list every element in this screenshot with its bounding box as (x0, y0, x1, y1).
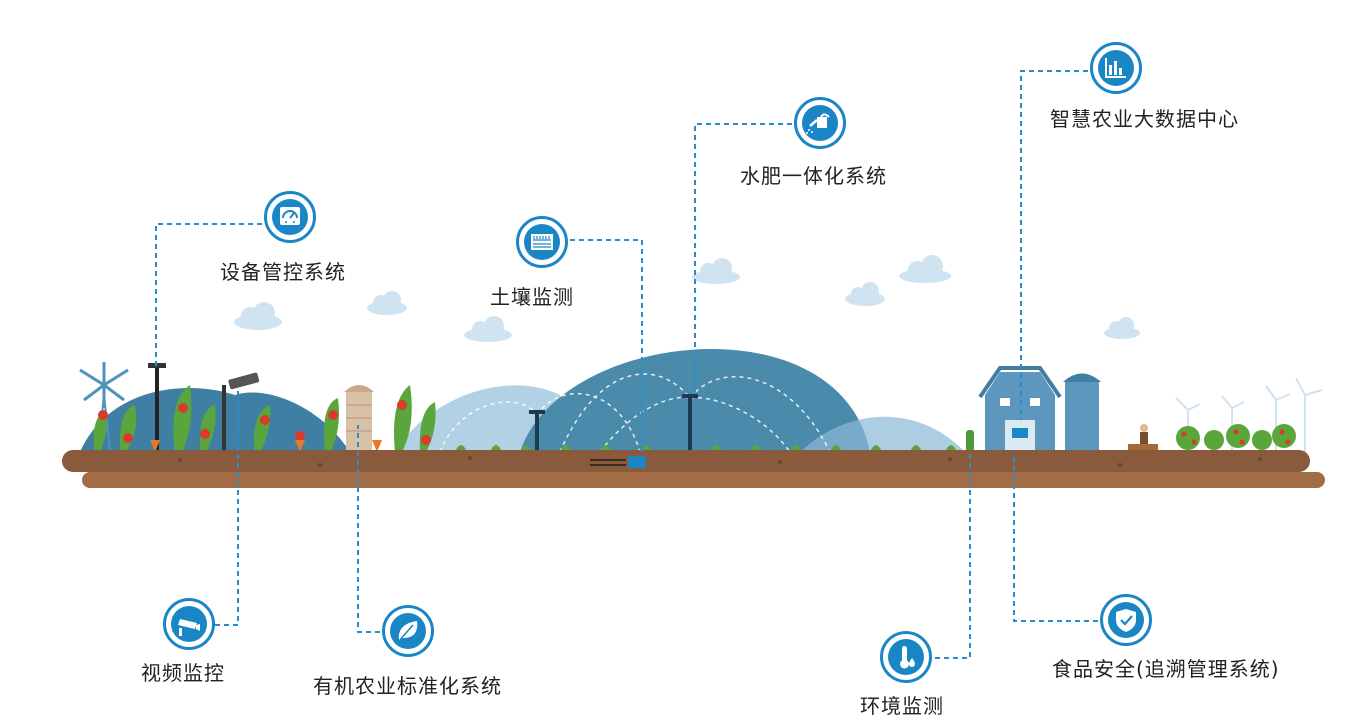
device-control-label[interactable]: 设备管控系统 (220, 260, 346, 284)
food-safety-badge[interactable] (1100, 594, 1152, 646)
env-sensor (966, 430, 974, 452)
clouds (234, 255, 1140, 342)
device-control-badge[interactable] (264, 191, 316, 243)
gauge-icon (280, 207, 300, 225)
cloud (899, 255, 951, 283)
bar-chart-icon (1105, 58, 1126, 78)
connector-food-safety (1013, 452, 1098, 622)
env-monitor-label[interactable]: 环境监测 (860, 694, 944, 718)
soil-bottom (82, 472, 1325, 488)
thermometer-drop-icon (900, 646, 915, 669)
organic-standard-badge[interactable] (382, 605, 434, 657)
connector-env-monitor (935, 452, 971, 659)
connector-video-monitor (215, 390, 239, 626)
organic-standard-label[interactable]: 有机农业标准化系统 (313, 674, 502, 698)
sprinkler-heads (529, 394, 698, 452)
cloud (464, 316, 512, 342)
soil-layers-icon (531, 234, 553, 250)
leaf-icon (398, 621, 418, 642)
connector-organic (357, 425, 380, 633)
cloud (234, 302, 282, 330)
big-data-label[interactable]: 智慧农业大数据中心 (1050, 107, 1239, 131)
food-safety-label[interactable]: 食品安全(追溯管理系统) (1052, 657, 1280, 681)
camera-pole (222, 385, 226, 452)
connector-soil-monitor (570, 239, 643, 456)
connectors (155, 70, 1098, 659)
farm-silo (1063, 373, 1101, 452)
greenhouse-dome (520, 348, 870, 452)
tomato-plants (93, 385, 436, 452)
connector-big-data (1020, 70, 1088, 420)
cloud (692, 258, 740, 284)
video-monitor-label[interactable]: 视频监控 (141, 661, 225, 685)
shield-check-icon (1116, 609, 1136, 632)
soil-top (62, 450, 1310, 472)
cloud (367, 291, 407, 315)
cloud (1104, 317, 1140, 339)
camera-body (228, 372, 260, 390)
soil-texture (178, 456, 1262, 467)
farmer (1128, 424, 1158, 452)
env-monitor-badge[interactable] (880, 631, 932, 683)
connector-device-control (155, 223, 262, 366)
big-data-badge[interactable] (1090, 42, 1142, 94)
soil-sensor (590, 456, 646, 468)
video-monitor-badge[interactable] (163, 598, 215, 650)
security-camera-icon (178, 619, 200, 636)
fruit-trees (1176, 424, 1296, 450)
water-fertilizer-label[interactable]: 水肥一体化系统 (740, 164, 887, 188)
water-fertilizer-badge[interactable] (794, 97, 846, 149)
grain-silo (344, 385, 374, 452)
weather-station-pole (155, 368, 159, 452)
hill-right (800, 416, 965, 452)
cloud (845, 282, 885, 306)
hill-mid-back (395, 385, 560, 452)
soil-monitor-badge[interactable] (516, 216, 568, 268)
soil-monitor-label[interactable]: 土壤监测 (490, 285, 574, 309)
hills (80, 348, 965, 453)
watering-can-icon (806, 113, 830, 134)
